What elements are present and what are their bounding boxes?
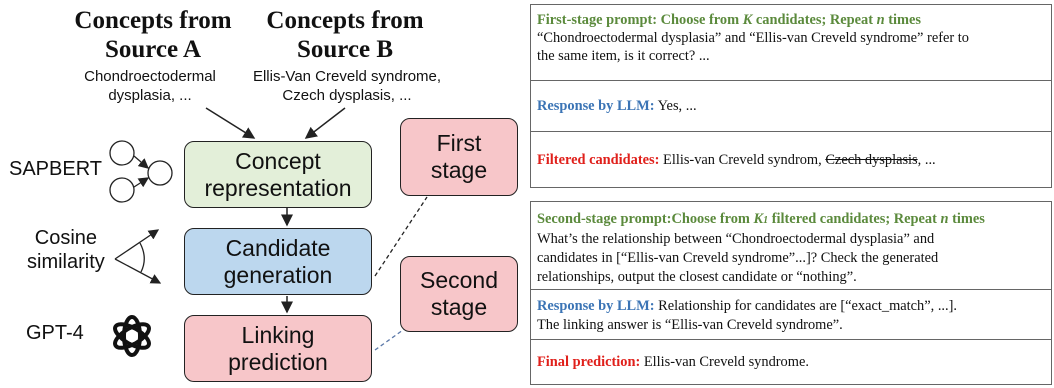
final-prediction-text: Ellis-van Creveld syndrome. — [640, 354, 809, 370]
first-stage-panel: First-stage prompt: Choose from K candid… — [530, 4, 1052, 188]
second-prompt-line1: What’s the relationship between “Chondro… — [537, 231, 935, 247]
second-prompt-label-n: n — [940, 211, 949, 227]
first-stage-box: First stage — [400, 118, 518, 196]
first-stage-prompt-header: First-stage prompt: Choose from K candid… — [537, 11, 1045, 29]
final-prediction-label: Final prediction: — [537, 354, 641, 370]
second-prompt-label-sub: 1 — [763, 215, 769, 226]
linking-box-line2: prediction — [228, 348, 328, 375]
linking-box-line1: Linking — [241, 321, 315, 348]
source-b-title: Concepts from Source B — [250, 6, 440, 64]
second-stage-line2: stage — [430, 294, 488, 320]
source-a-examples-line1: Chondroectodermal — [84, 68, 216, 85]
source-a-title-line2: Source A — [104, 36, 202, 63]
second-stage-prompt-section: Second-stage prompt:Choose from K1 filte… — [531, 202, 1051, 290]
first-prompt-label-c: times — [884, 12, 922, 28]
second-stage-panel: Second-stage prompt:Choose from K1 filte… — [530, 201, 1052, 385]
source-a-title-line1: Concepts from — [74, 7, 232, 34]
second-stage-response-section: Response by LLM: Relationship for candid… — [531, 290, 1051, 340]
source-b-examples: Ellis-Van Creveld syndrome, Czech dyspla… — [238, 67, 456, 105]
candidate-box-line2: generation — [223, 261, 333, 288]
source-b-title-line1: Concepts from — [266, 7, 424, 34]
first-prompt-line2: the same item, is it correct? ... — [537, 48, 710, 64]
source-a-examples: Chondroectodermal dysplasia, ... — [60, 67, 240, 105]
second-stage-box: Second stage — [400, 256, 518, 332]
first-prompt-line1: “Chondroectodermal dysplasia” and “Ellis… — [537, 30, 969, 46]
linking-prediction-box: Linking prediction — [184, 315, 372, 382]
dashed-connector-first — [374, 196, 428, 277]
first-prompt-label-b: candidates; Repeat — [752, 12, 877, 28]
first-prompt-label-a: First-stage prompt: Choose from — [537, 12, 743, 28]
source-b-title-line2: Source B — [296, 36, 394, 63]
sapbert-label: SAPBERT — [9, 158, 102, 180]
concept-box-line2: representation — [204, 174, 352, 201]
arrow-source-b — [304, 107, 346, 139]
second-stage-line1: Second — [419, 267, 498, 293]
second-response-text-2: The linking answer is “Ellis-van Creveld… — [537, 317, 843, 333]
filtered-candidates-section: Filtered candidates: Ellis-van Creveld s… — [531, 132, 1051, 187]
second-prompt-label-a: Second-stage prompt:Choose from — [537, 211, 754, 227]
second-response-label: Response by LLM: — [537, 298, 655, 314]
filtered-text-b: , ... — [917, 151, 936, 168]
filtered-struck-candidate: Czech dysplasis — [825, 151, 918, 168]
concept-representation-box: Concept representation — [184, 141, 372, 208]
source-a-title: Concepts from Source A — [58, 6, 248, 64]
first-stage-line2: stage — [430, 157, 488, 183]
cosine-label: Cosine similarity — [27, 226, 105, 274]
filtered-label: Filtered candidates: — [537, 151, 660, 168]
candidate-box-line1: Candidate — [225, 234, 331, 261]
source-b-examples-line2: Czech dysplasis, ... — [282, 87, 412, 104]
second-response-text-1: Relationship for candidates are [“exact_… — [654, 298, 958, 314]
cosine-label-line2: similarity — [27, 251, 105, 273]
gpt4-label: GPT-4 — [26, 322, 84, 344]
first-response-text: Yes, ... — [654, 98, 697, 114]
angle-icon — [114, 229, 162, 284]
neural-network-icon — [109, 140, 173, 203]
arrow-source-a — [205, 107, 256, 139]
final-prediction-section: Final prediction: Ellis-van Creveld synd… — [531, 340, 1051, 384]
source-a-examples-line2: dysplasia, ... — [108, 87, 192, 104]
first-stage-line1: First — [436, 130, 482, 156]
first-prompt-label-k: K — [742, 12, 753, 28]
first-stage-response-section: Response by LLM: Yes, ... — [531, 81, 1051, 132]
source-b-examples-line1: Ellis-Van Creveld syndrome, — [252, 68, 442, 85]
second-prompt-line3: relationships, output the closest candid… — [537, 269, 857, 285]
candidate-generation-box: Candidate generation — [184, 228, 372, 295]
first-response-label: Response by LLM: — [537, 98, 655, 114]
concept-box-line1: Concept — [235, 147, 321, 174]
filtered-text-a: Ellis-van Creveld syndrom, — [659, 151, 826, 168]
first-prompt-label-n: n — [876, 12, 885, 28]
openai-logo-icon — [113, 315, 151, 357]
cosine-label-line1: Cosine — [34, 227, 98, 249]
second-prompt-line2: candidates in [“Ellis-van Creveld syndro… — [537, 250, 939, 266]
second-prompt-label-c: times — [948, 211, 985, 227]
second-prompt-label-b: filtered candidates; Repeat — [768, 211, 941, 227]
second-stage-prompt-header: Second-stage prompt:Choose from K1 filte… — [537, 210, 1045, 230]
second-prompt-label-k: K — [753, 211, 764, 227]
first-stage-prompt-section: First-stage prompt: Choose from K candid… — [531, 5, 1051, 81]
